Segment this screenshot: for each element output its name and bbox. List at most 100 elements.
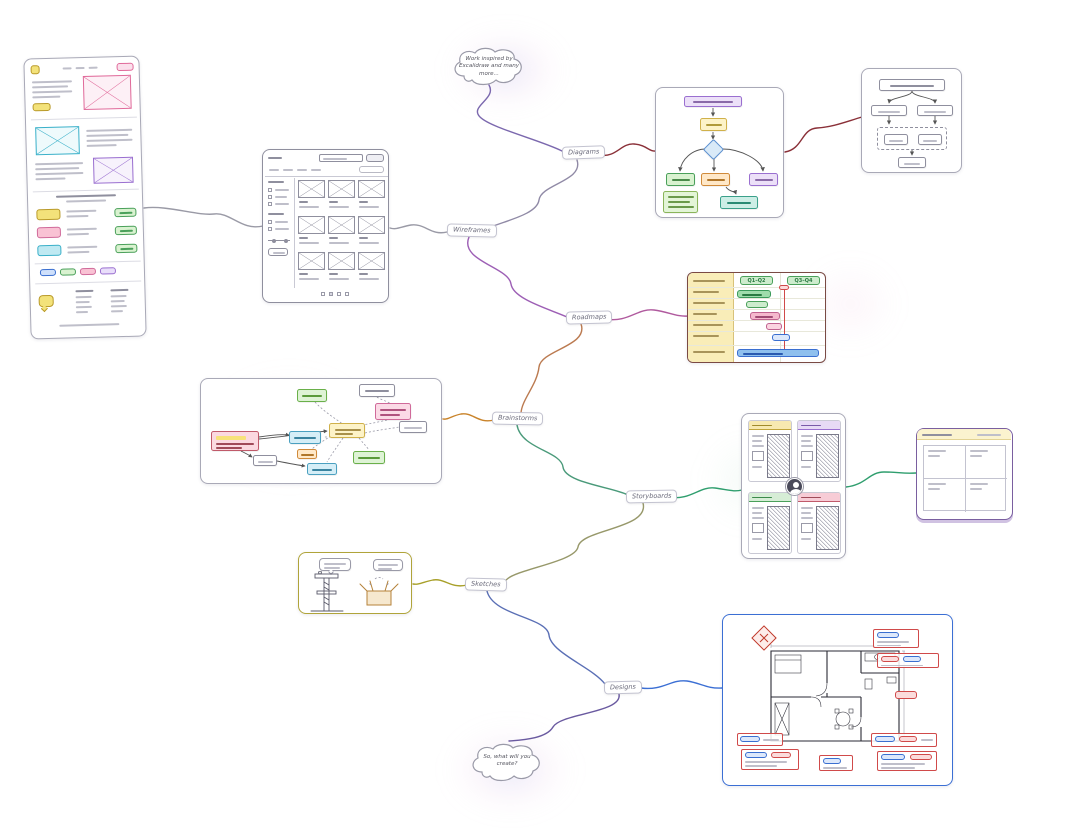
connector-designs-cloud	[508, 693, 620, 742]
cloud-intro[interactable]: Work inspired by Excalidraw and many mor…	[450, 46, 528, 88]
filter-checkbox[interactable]	[268, 195, 272, 199]
avatar[interactable]	[786, 478, 803, 495]
sticky-white[interactable]	[399, 421, 427, 433]
tag[interactable]	[79, 267, 97, 276]
sticky-cyan[interactable]	[289, 431, 321, 444]
storyboard-panel[interactable]	[748, 420, 792, 482]
gantt-bar-blue[interactable]	[737, 349, 819, 357]
desktop-wireframe-card[interactable]	[262, 149, 389, 303]
gantt-label-blue[interactable]	[772, 334, 790, 341]
mini-flow-subnode[interactable]	[884, 134, 908, 145]
annotation-pill-red[interactable]	[895, 691, 917, 699]
branch-label-roadmaps[interactable]: Roadmaps	[565, 310, 613, 325]
apply-button[interactable]	[268, 248, 288, 256]
pagination-dot[interactable]	[337, 292, 341, 296]
flow-end-node[interactable]	[720, 196, 758, 209]
branch-label-storyboards[interactable]: Storyboards	[625, 489, 678, 503]
decor	[110, 288, 129, 292]
mini-flow-node[interactable]	[871, 105, 907, 116]
buy-button[interactable]	[114, 207, 137, 218]
storyboard-panel[interactable]	[797, 492, 841, 554]
slider-handle[interactable]	[284, 238, 288, 243]
mini-flow-top-node[interactable]	[879, 79, 945, 91]
flow-result-node-green[interactable]	[666, 173, 695, 186]
sticky-white-topic[interactable]	[359, 384, 395, 397]
pagination-dot[interactable]	[329, 292, 333, 296]
flow-process-node[interactable]	[700, 118, 727, 131]
mini-flow-end-node[interactable]	[898, 157, 926, 168]
decor	[299, 278, 319, 280]
floorplan-card[interactable]	[722, 614, 953, 786]
annotation-box[interactable]	[871, 733, 937, 747]
sticky-pink[interactable]	[375, 403, 411, 420]
annotation-box[interactable]	[873, 629, 919, 648]
decor	[329, 237, 338, 240]
storyboard-panel[interactable]	[797, 420, 841, 482]
filter-checkbox[interactable]	[268, 220, 272, 224]
annotation-box[interactable]	[737, 733, 783, 746]
buy-button[interactable]	[115, 243, 138, 254]
mini-flow-node[interactable]	[917, 105, 953, 116]
branch-label-wireframes[interactable]: Wireframes	[446, 223, 497, 238]
sticky-yellow-center[interactable]	[329, 423, 365, 438]
gantt-bar-green-small[interactable]	[746, 301, 768, 308]
flow-title-node[interactable]	[684, 96, 742, 107]
decor	[358, 457, 380, 459]
sticky-white-small[interactable]	[253, 455, 277, 466]
branch-label-sketches[interactable]: Sketches	[464, 577, 507, 592]
annotation-box[interactable]	[741, 749, 799, 770]
sticky-green[interactable]	[297, 389, 327, 402]
mini-flowchart-card[interactable]	[861, 68, 962, 173]
sticky-red-question[interactable]	[211, 431, 259, 451]
branch-label-designs[interactable]: Designs	[603, 680, 643, 694]
storyboard-card[interactable]	[741, 413, 846, 559]
branch-label-diagrams[interactable]: Diagrams	[561, 145, 606, 160]
pagination-dot[interactable]	[321, 292, 325, 296]
product-thumb	[37, 244, 62, 257]
decor	[688, 298, 825, 299]
tag[interactable]	[59, 268, 77, 276]
decor	[890, 85, 934, 88]
sketch-area	[767, 506, 790, 550]
mobile-wireframe-card[interactable]	[23, 55, 147, 340]
gantt-bar-green[interactable]	[737, 290, 771, 298]
search-button[interactable]	[366, 154, 384, 162]
gantt-bar-pink-small[interactable]	[766, 323, 782, 330]
mini-flow-subnode[interactable]	[918, 134, 942, 145]
decor	[924, 110, 946, 113]
flow-sticky-note[interactable]	[663, 191, 698, 213]
filter-checkbox[interactable]	[268, 188, 272, 192]
sketch-card[interactable]	[298, 552, 412, 614]
filter-checkbox[interactable]	[268, 227, 272, 231]
tag[interactable]	[99, 267, 117, 275]
cloud-outro[interactable]: So, what will you create?	[468, 740, 546, 786]
pagination-dot[interactable]	[345, 292, 349, 296]
quadrant-card[interactable]	[916, 428, 1013, 520]
nav-pill[interactable]	[359, 166, 384, 173]
annotation-box[interactable]	[819, 755, 853, 771]
storyboard-panel[interactable]	[748, 492, 792, 554]
tag[interactable]	[39, 268, 57, 277]
gantt-bar-pink[interactable]	[750, 312, 780, 320]
branch-label-brainstorms[interactable]: Brainstorms	[491, 411, 544, 425]
product-image-placeholder	[358, 180, 385, 198]
search-box[interactable]	[319, 154, 363, 162]
sticky-cyan-bottom[interactable]	[307, 463, 337, 475]
sticky-orange[interactable]	[297, 449, 317, 459]
buy-button[interactable]	[114, 225, 137, 236]
hero-button[interactable]	[32, 102, 51, 112]
chat-bubble-icon[interactable]	[38, 294, 54, 308]
annotation-box[interactable]	[877, 751, 937, 771]
sticky-green-right[interactable]	[353, 451, 385, 464]
brainstorm-card[interactable]	[200, 378, 442, 484]
cta-button[interactable]	[116, 62, 134, 72]
slider-handle[interactable]	[272, 238, 276, 243]
gantt-roadmap-card[interactable]: Q1–Q2 Q3–Q4	[687, 272, 826, 363]
filter-checkbox[interactable]	[268, 202, 272, 206]
decor	[752, 517, 764, 519]
flow-result-node-orange[interactable]	[701, 173, 730, 186]
flow-result-node-purple[interactable]	[749, 173, 778, 186]
flowchart-card[interactable]	[655, 87, 784, 218]
annotation-box[interactable]	[877, 653, 939, 668]
